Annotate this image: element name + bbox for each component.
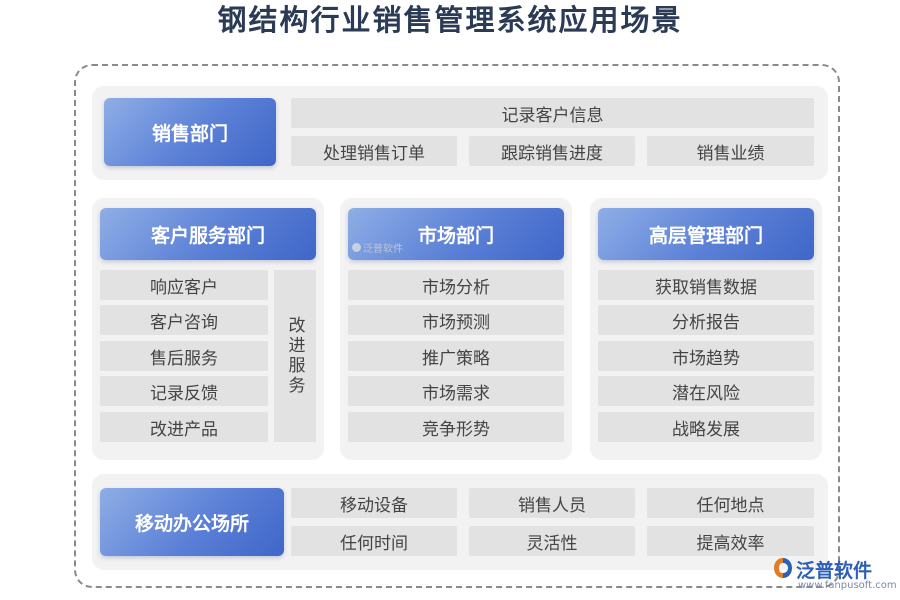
sales-item: 跟踪销售进度 — [469, 136, 635, 166]
mobile-item: 销售人员 — [469, 488, 635, 518]
customer-service-item: 改进产品 — [100, 412, 268, 442]
management-item: 获取销售数据 — [598, 270, 814, 300]
mobile-item: 提高效率 — [647, 526, 814, 556]
page-title: 钢结构行业销售管理系统应用场景 — [217, 3, 683, 37]
fanpusoft-logo: 泛普软件 www.fanpusoft.com — [772, 556, 897, 598]
mobile-item: 移动设备 — [291, 488, 457, 518]
market-item: 竞争形势 — [348, 412, 564, 442]
management-item: 市场趋势 — [598, 341, 814, 371]
management-item: 战略发展 — [598, 412, 814, 442]
sales-item: 销售业绩 — [647, 136, 814, 166]
mobile-item: 任何时间 — [291, 526, 457, 556]
watermark: 泛普软件 — [352, 240, 403, 255]
customer-service-header: 客户服务部门 — [100, 208, 316, 260]
market-item: 市场分析 — [348, 270, 564, 300]
customer-service-item: 客户咨询 — [100, 305, 268, 335]
market-item: 市场预测 — [348, 305, 564, 335]
management-dept-header: 高层管理部门 — [598, 208, 814, 260]
market-item: 推广策略 — [348, 341, 564, 371]
market-dept-header: 市场部门 — [348, 208, 564, 260]
mobile-office-header: 移动办公场所 — [100, 488, 284, 556]
mobile-item: 任何地点 — [647, 488, 814, 518]
sales-dept-header: 销售部门 — [104, 98, 276, 166]
market-item: 市场需求 — [348, 376, 564, 406]
scene-frame — [74, 64, 840, 588]
sales-item: 记录客户信息 — [291, 98, 814, 128]
sales-item: 处理销售订单 — [291, 136, 457, 166]
customer-service-side-item: 改进服务 — [274, 270, 316, 442]
customer-service-item: 售后服务 — [100, 341, 268, 371]
logo-url: www.fanpusoft.com — [798, 580, 897, 591]
watermark-icon — [352, 243, 361, 252]
logo-name: 泛普软件 — [796, 560, 873, 582]
customer-service-item: 记录反馈 — [100, 376, 268, 406]
watermark-text: 泛普软件 — [363, 244, 403, 255]
customer-service-item: 响应客户 — [100, 270, 268, 300]
management-item: 潜在风险 — [598, 376, 814, 406]
mobile-item: 灵活性 — [469, 526, 635, 556]
logo-icon — [774, 558, 792, 578]
management-item: 分析报告 — [598, 305, 814, 335]
